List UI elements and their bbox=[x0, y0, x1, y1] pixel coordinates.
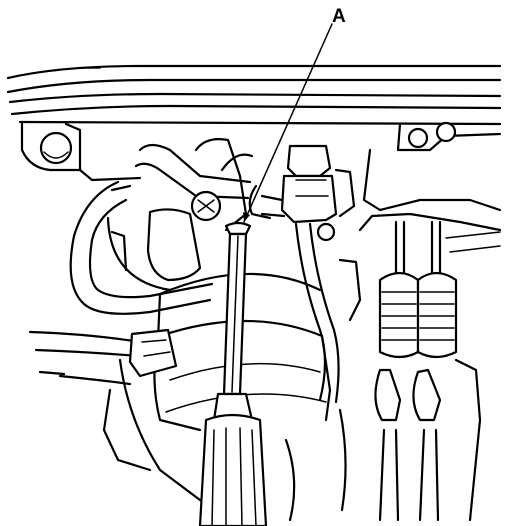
screwdriver-tip bbox=[224, 221, 252, 236]
bellows-boot-left bbox=[378, 271, 420, 359]
throttle-body bbox=[106, 138, 254, 292]
callout-label-a: A bbox=[332, 6, 346, 27]
left-cable bbox=[28, 328, 178, 472]
mounting-bracket bbox=[20, 122, 142, 182]
callout-leader-line bbox=[243, 23, 333, 223]
vacuum-hose bbox=[69, 143, 252, 315]
bellows-boot-right bbox=[416, 271, 458, 359]
callout-a: A bbox=[243, 6, 346, 223]
screwdriver bbox=[198, 221, 268, 526]
right-housing bbox=[358, 121, 502, 253]
upper-cover-bands bbox=[6, 64, 502, 126]
screwdriver-handle bbox=[198, 413, 268, 526]
control-cables bbox=[338, 220, 482, 522]
callout-arrowhead bbox=[243, 212, 250, 222]
wiring-harness bbox=[294, 222, 340, 404]
bolt-right-1 bbox=[407, 127, 429, 149]
bolt-right-2 bbox=[435, 121, 457, 143]
sensor-connector bbox=[248, 144, 356, 242]
